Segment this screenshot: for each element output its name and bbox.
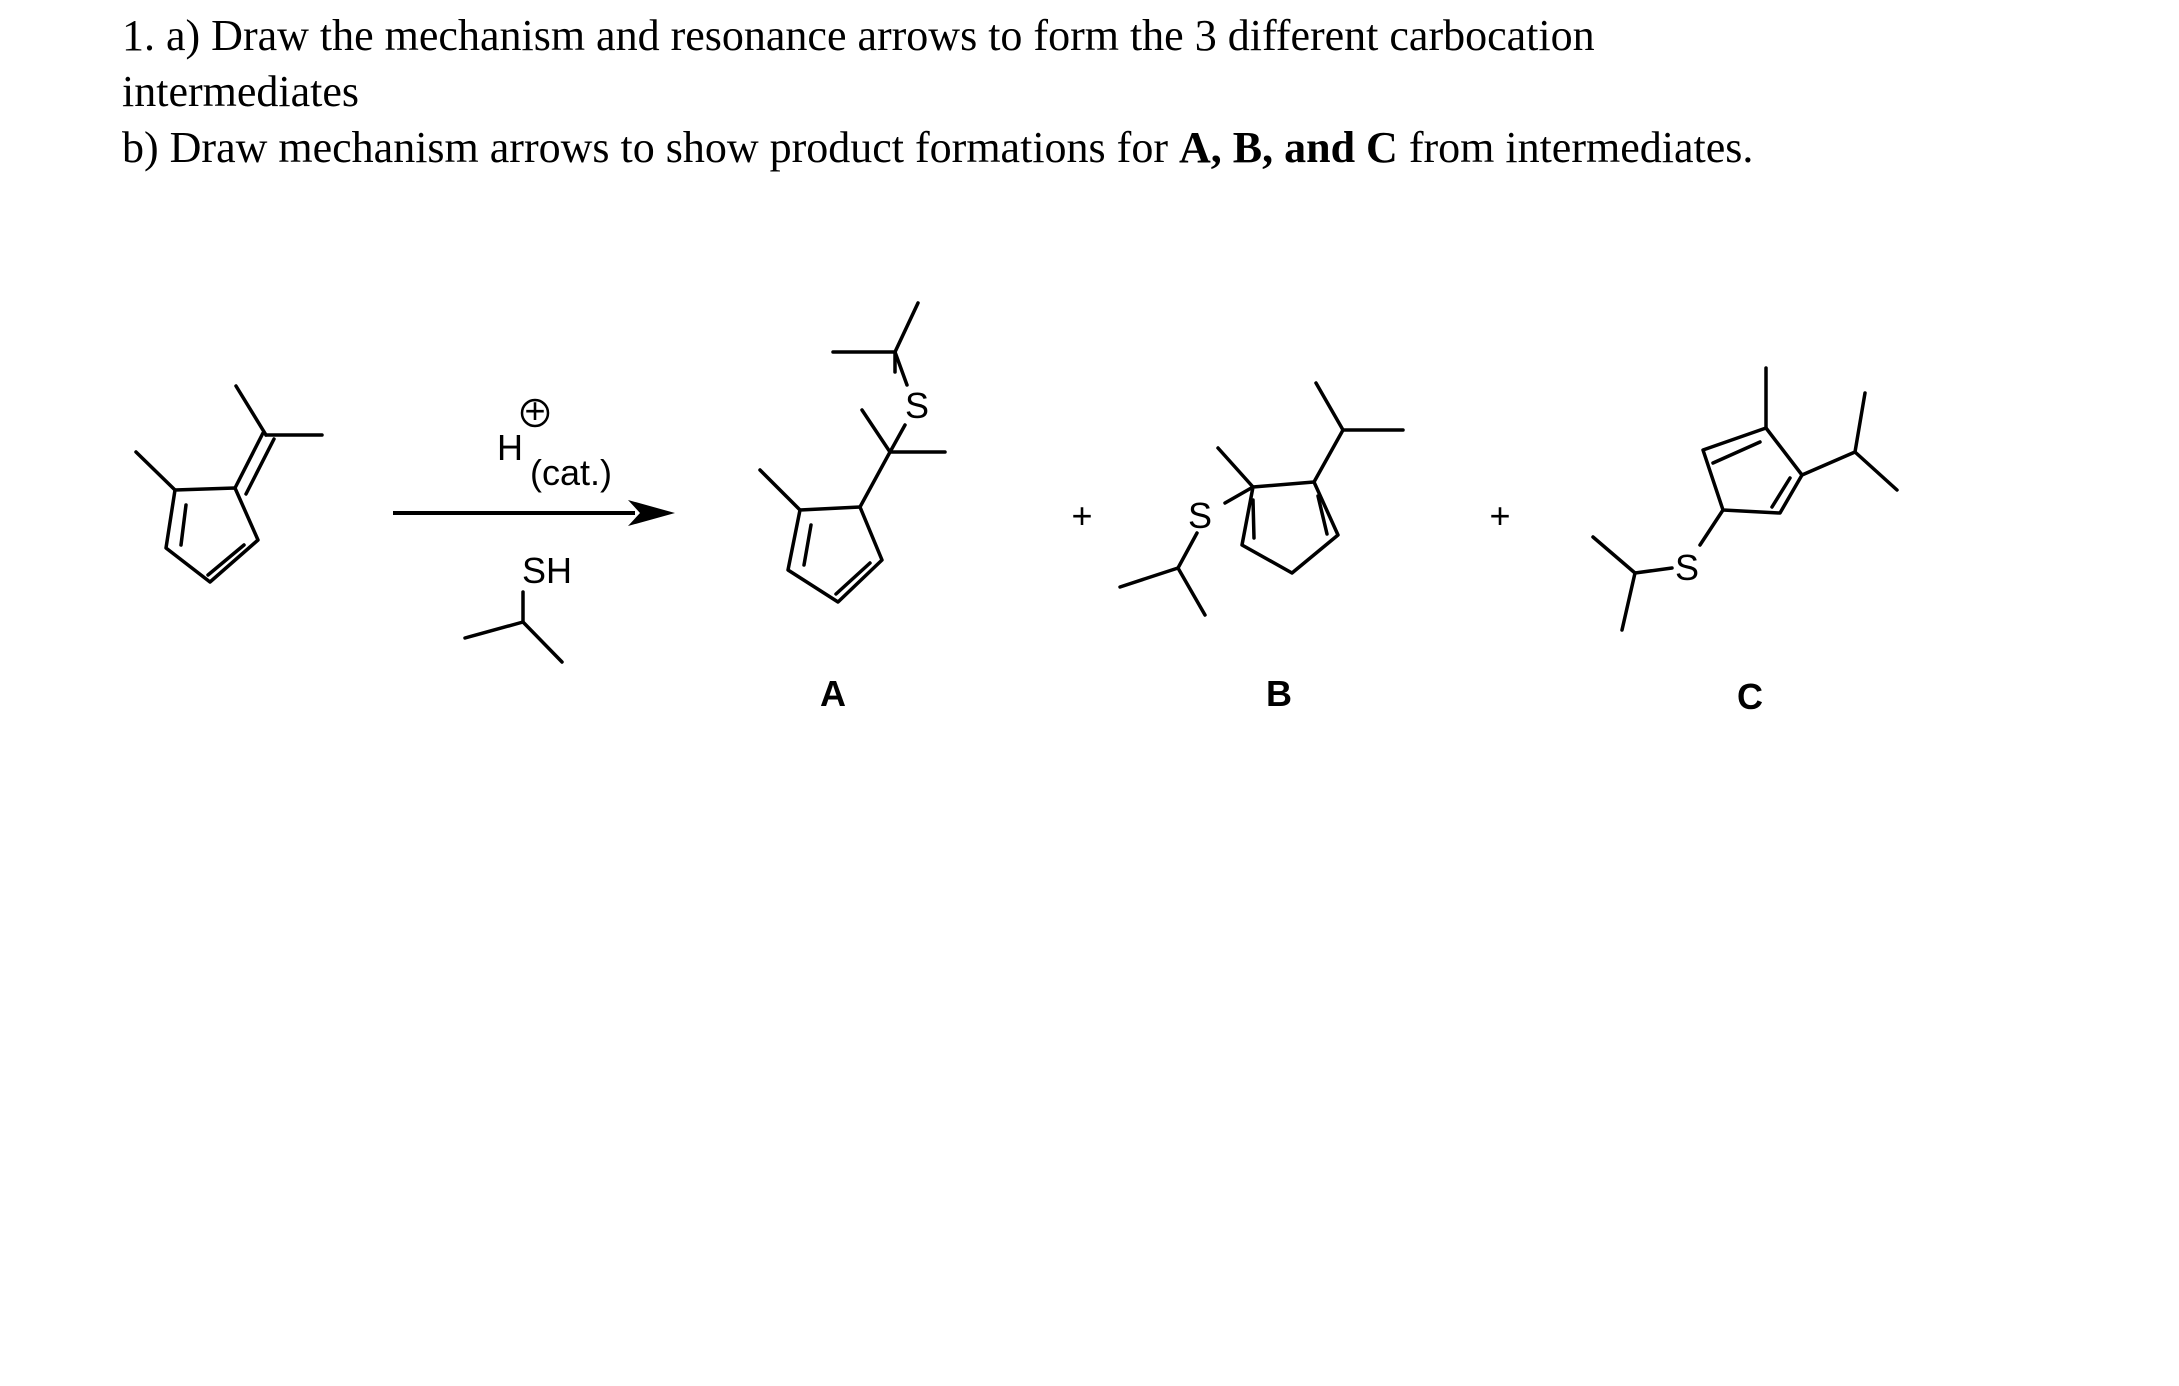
question-part-a: 1. a) Draw the mechanism and resonance a…	[122, 8, 2122, 120]
plus-sign-2: +	[1489, 495, 1510, 536]
reagent-thiol: SH	[463, 550, 572, 664]
product-a: S A	[758, 301, 947, 714]
question-part-a-line2: intermediates	[122, 67, 360, 116]
product-b-label: B	[1266, 673, 1292, 714]
positive-charge-icon	[520, 398, 550, 428]
product-c: S C	[1591, 366, 1899, 717]
plus-sign-1: +	[1071, 495, 1092, 536]
starting-material	[134, 384, 324, 584]
thiol-group: SH	[522, 550, 572, 591]
reaction-arrow	[393, 500, 675, 526]
product-a-label: A	[820, 673, 846, 714]
question-part-b-pre: b) Draw mechanism arrows to show product…	[122, 123, 1179, 172]
question-part-b-bold: A, B, and C	[1178, 123, 1398, 172]
question-part-b-post: from intermediates.	[1397, 123, 1754, 172]
product-b: S B	[1118, 381, 1405, 714]
acid-hydrogen: H	[497, 427, 523, 468]
product-c-sulfur: S	[1675, 547, 1699, 588]
product-a-sulfur: S	[905, 385, 929, 426]
reagent-acid: + H (cat.)	[497, 390, 612, 493]
product-b-sulfur: S	[1188, 495, 1212, 536]
arrow-head-icon	[628, 500, 675, 526]
question-text: 1. a) Draw the mechanism and resonance a…	[122, 8, 2122, 176]
product-c-label: C	[1737, 676, 1763, 717]
acid-catalytic-note: (cat.)	[530, 452, 612, 493]
charge-symbol: +	[524, 390, 545, 431]
question-part-a-line1: 1. a) Draw the mechanism and resonance a…	[122, 11, 1595, 60]
question-part-b: b) Draw mechanism arrows to show product…	[122, 120, 2122, 176]
